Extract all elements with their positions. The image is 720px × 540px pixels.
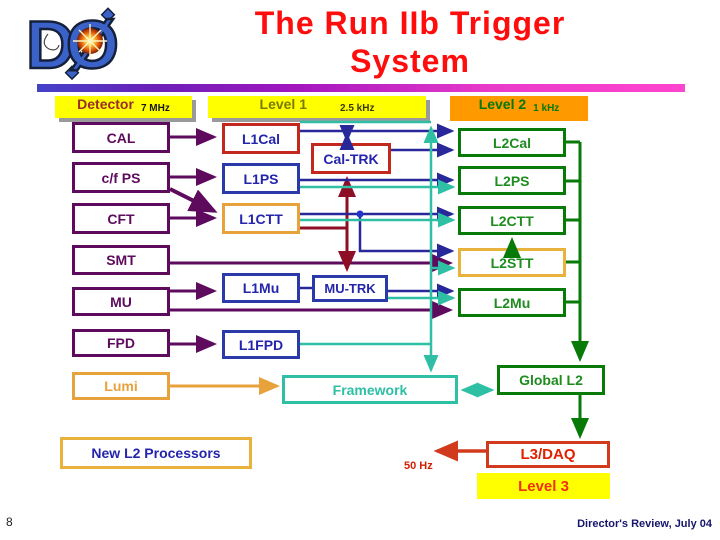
- header-level2: Level 2 1 kHz: [450, 96, 588, 121]
- node-cft: CFT: [72, 203, 170, 234]
- header-level2-label: Level 2: [478, 96, 527, 112]
- wires-detector-feeds: [169, 128, 453, 353]
- slide-title-line1: The Run IIb Trigger: [254, 5, 566, 41]
- node-cal-trk: Cal-TRK: [311, 143, 391, 174]
- header-level1: Level 1 2.5 kHz: [208, 96, 426, 118]
- slide-title-line2: System: [350, 43, 470, 79]
- label-50hz-rate: 50 Hz: [404, 460, 433, 472]
- node-cfps: c/f PS: [72, 162, 170, 193]
- node-l1cal: L1Cal: [222, 123, 300, 154]
- node-l2ctt: L2CTT: [458, 206, 566, 235]
- logo-tab-bottom: [64, 65, 80, 81]
- node-l2mu: L2Mu: [458, 288, 566, 317]
- header-detector-rate: 7 MHz: [140, 103, 170, 114]
- logo-squiggle: [43, 33, 60, 51]
- label-level3: Level 3: [477, 473, 610, 499]
- node-l2stt: L2STT: [458, 248, 566, 277]
- node-cal: CAL: [72, 122, 170, 153]
- node-l2cal: L2Cal: [458, 128, 566, 157]
- node-mu: MU: [72, 287, 170, 316]
- node-mu-trk: MU-TRK: [312, 275, 388, 302]
- title-divider-bar: [37, 84, 685, 92]
- dzero-logo: D Ø: [26, 6, 120, 82]
- page-number: 8: [6, 515, 13, 529]
- header-level2-rate: 1 kHz: [533, 103, 560, 114]
- logo-letter-d: D: [26, 7, 75, 82]
- node-fpd: FPD: [72, 329, 170, 357]
- footer-credit: Director's Review, July 04: [577, 518, 712, 530]
- node-l1ps: L1PS: [222, 163, 300, 194]
- wires-l1ctt-track-match: [300, 176, 356, 272]
- header-level1-label: Level 1: [259, 96, 307, 112]
- header-detector: Detector 7 MHz: [55, 96, 192, 118]
- header-level1-rate: 2.5 kHz: [340, 103, 375, 114]
- node-framework: Framework: [282, 375, 458, 404]
- node-global-l2: Global L2: [497, 365, 605, 395]
- logo-tab-top: [100, 7, 116, 23]
- logo-starburst-rays: [73, 24, 107, 58]
- node-l1fpd: L1FPD: [222, 330, 300, 359]
- node-l1ctt: L1CTT: [222, 203, 300, 234]
- legend-new-l2-processors: New L2 Processors: [60, 437, 252, 469]
- node-l1mu: L1Mu: [222, 273, 300, 303]
- node-smt: SMT: [72, 245, 170, 275]
- wire-junction-dot: [356, 210, 364, 218]
- node-lumi: Lumi: [72, 372, 170, 400]
- header-detector-label: Detector: [77, 96, 134, 112]
- node-l3-daq: L3/DAQ: [486, 441, 610, 468]
- slide-title: The Run IIb Trigger System: [120, 4, 700, 80]
- node-l2ps: L2PS: [458, 166, 566, 195]
